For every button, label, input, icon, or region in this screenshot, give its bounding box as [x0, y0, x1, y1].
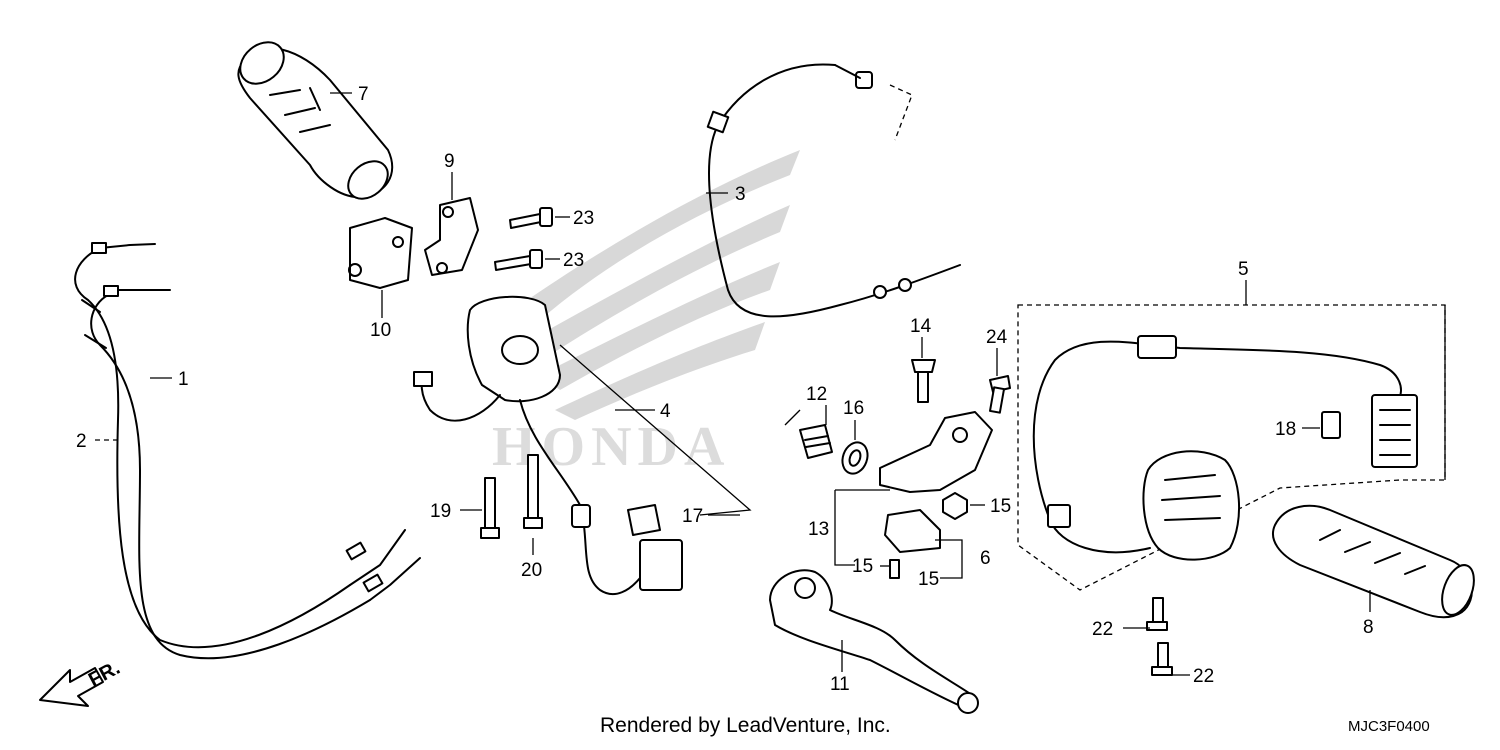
- arrow-down-left-icon: [39, 667, 104, 707]
- lever-pivot-spring: [799, 424, 833, 459]
- callout-19: 18: [1275, 419, 1296, 440]
- switch-mount-bolt-short: [523, 454, 543, 529]
- callout-5: 5: [1238, 259, 1249, 280]
- callout-8: 8: [1363, 617, 1374, 638]
- clutch-switch: [884, 509, 941, 553]
- right-switch-assembly: [1017, 304, 1446, 591]
- callout-17: 16: [843, 398, 864, 419]
- handlebar-grip: [1272, 504, 1475, 619]
- throttle-housing-clamp: [348, 197, 479, 289]
- front-direction-indicator: FR.: [39, 657, 124, 707]
- dust-seal: [841, 441, 869, 475]
- callout-12: 12: [806, 384, 827, 405]
- callout-3: 3: [735, 184, 746, 205]
- throttle-grip: [237, 41, 394, 200]
- bracket-mount-screw: [988, 375, 1011, 414]
- callout-10: 10: [370, 320, 391, 341]
- callout-23-lower: 23: [563, 250, 584, 271]
- clutch-lever-bracket: [879, 411, 993, 493]
- honda-wing-watermark: HONDA: [492, 150, 800, 478]
- switch-housing: [413, 295, 683, 596]
- wire-connector: [1321, 411, 1341, 439]
- callout-4: 4: [660, 401, 671, 422]
- callout-22-lower: 22: [1193, 666, 1214, 687]
- callout-15-right: 15: [918, 569, 939, 590]
- callout-16: 15: [990, 496, 1011, 517]
- clamp-screw-lower: [494, 249, 543, 271]
- render-credit: Rendered by LeadVenture, Inc.: [600, 714, 891, 737]
- switch-mount-bolt-long: [480, 477, 500, 539]
- callout-2: 2: [76, 431, 87, 452]
- callout-11: 11: [830, 674, 850, 695]
- clutch-cable: [706, 63, 961, 318]
- callout-20: 19: [430, 501, 451, 522]
- callout-labels: 7 9 23 23 10 1 2 3 4 5 14 24 12 16 15 13…: [76, 84, 1374, 695]
- callout-6: 6: [980, 548, 991, 569]
- callout-9: 9: [444, 151, 455, 172]
- connector-cover: [627, 504, 661, 536]
- clutch-lever: [769, 569, 979, 714]
- callout-18: 17: [682, 506, 703, 527]
- callout-13: 13: [808, 519, 829, 540]
- lever-bracket-screw: [911, 359, 936, 403]
- switch-housing-screw-lower: [1151, 642, 1173, 676]
- callout-7: 7: [358, 84, 369, 105]
- clamp-screw-upper: [509, 207, 553, 229]
- throttle-cables: [74, 242, 421, 660]
- callout-22-upper: 22: [1092, 619, 1113, 640]
- callout-1: 1: [178, 369, 189, 390]
- callout-14: 14: [910, 316, 932, 337]
- pivot-nut: [942, 492, 968, 520]
- callout-23-upper: 23: [573, 208, 594, 229]
- leader-lines: [95, 92, 1446, 676]
- callout-15-left: 15: [852, 556, 873, 577]
- callout-21: 20: [521, 560, 542, 581]
- switch-housing-screw-upper: [1146, 597, 1168, 631]
- callout-24: 24: [986, 327, 1008, 348]
- switch-screw: [889, 559, 900, 579]
- diagram-code: MJC3F0400: [1348, 718, 1430, 735]
